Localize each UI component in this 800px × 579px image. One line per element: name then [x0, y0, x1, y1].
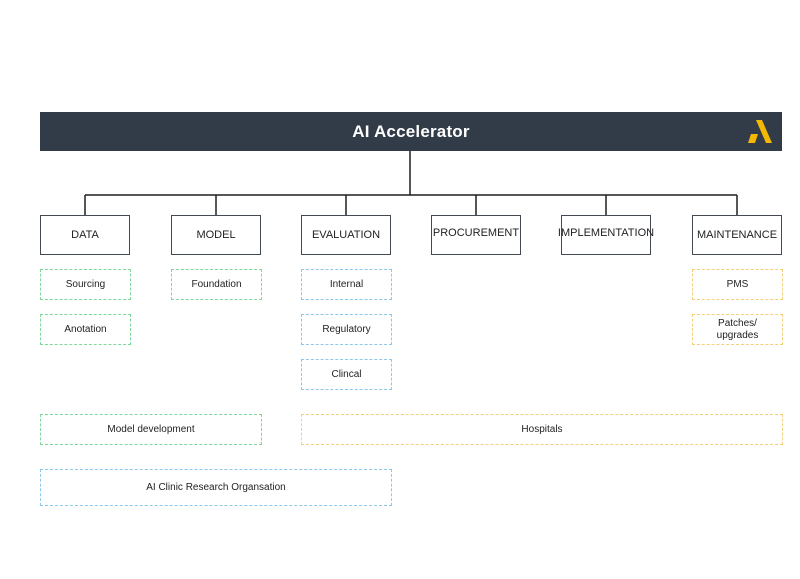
page-title: AI Accelerator	[352, 121, 470, 141]
header-banner: AI Accelerator	[40, 112, 782, 151]
sub-item-clincal: Clincal	[301, 359, 392, 390]
category-procurement: PROCUREMENT	[431, 215, 521, 255]
sub-item-internal: Internal	[301, 269, 392, 300]
group-model-development: Model development	[40, 414, 262, 445]
group-ai-clinic-research: AI Clinic Research Organsation	[40, 469, 392, 506]
sub-item-sourcing: Sourcing	[40, 269, 131, 300]
category-implementation: IMPLEMENTATION	[558, 215, 654, 255]
sub-item-anotation: Anotation	[40, 314, 131, 345]
group-hospitals: Hospitals	[301, 414, 783, 445]
sub-item-foundation: Foundation	[171, 269, 262, 300]
accelerator-logo-icon	[748, 120, 772, 143]
sub-item-patches-upgrades: Patches/ upgrades	[692, 314, 783, 345]
category-evaluation: EVALUATION	[301, 215, 391, 255]
category-maintenance: MAINTENANCE	[692, 215, 782, 255]
category-data: DATA	[40, 215, 130, 255]
category-model: MODEL	[171, 215, 261, 255]
sub-item-pms: PMS	[692, 269, 783, 300]
sub-item-regulatory: Regulatory	[301, 314, 392, 345]
